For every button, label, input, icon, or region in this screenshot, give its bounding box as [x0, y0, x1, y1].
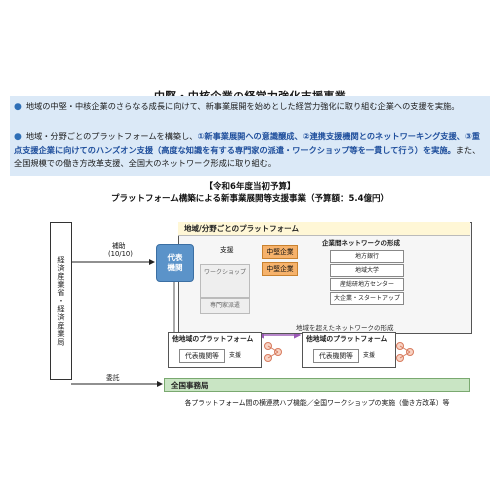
other-platform-header: 他地域のプラットフォーム — [172, 335, 254, 343]
bullet-2-text-b: また、全国規模での働き方改革支援、全国大のネットワーク形成に取り組む。 — [14, 145, 481, 168]
outsourcing-label: 委託 — [106, 374, 120, 382]
network-item: 地方銀行 — [330, 250, 404, 263]
other-support-label: 支援 — [363, 352, 376, 359]
network-graph-icon-small-right — [396, 342, 414, 362]
other-support-label: 支援 — [229, 352, 242, 359]
company-badge-1: 中堅企業 — [262, 245, 298, 259]
subsidy-label: 補助 — [112, 242, 126, 250]
bullet-1: ●地域の中堅・中核企業のさらなる成長に向けて、新事業展開を始めとした経営力強化に… — [14, 100, 486, 114]
national-secretariat-desc: 各プラットフォーム間の横連携ハブ機能／全国ワークショップの実施（働き方改革）等 — [184, 399, 450, 407]
representative-org: 代表 機関 — [156, 244, 194, 282]
network-item: 産総研地方センター — [330, 278, 404, 291]
budget-heading: 【令和6年度当初予算】 — [204, 182, 296, 192]
network-item: 大企業・スタートアップ — [330, 292, 404, 305]
summary-band — [10, 96, 490, 176]
bullet-2: ●地域・分野ごとのプラットフォームを構築し、①新事業展開への意識醸成、②連携支援… — [14, 130, 486, 170]
national-secretariat: 全国事務局 — [164, 378, 470, 392]
meti-box: 経済産業省・経済産業局 — [50, 222, 72, 380]
network-title: 企業間ネットワークの形成 — [322, 239, 400, 247]
subsidy-ratio: (10/10) — [108, 250, 133, 258]
cross-region-label: 地域を超えたネットワークの形成 — [296, 324, 394, 332]
expert-dispatch-box: 専門家派遣 — [200, 298, 250, 314]
bullet-2-emphasis: ①新事業展開への意識醸成、②連携支援機関とのネットワーキング支援、③重点支援企業… — [14, 131, 480, 155]
company-badge-2: 中堅企業 — [262, 262, 298, 276]
workshop-label: ワークショップ — [203, 269, 246, 276]
other-platform-left: 他地域のプラットフォーム 代表機関等 支援 — [168, 332, 262, 368]
support-label: 支援 — [220, 246, 234, 254]
budget-subheading: プラットフォーム構築による新事業展開等支援事業（予算額：5.4億円） — [110, 194, 390, 204]
other-rep-org: 代表機関等 — [313, 349, 359, 363]
other-rep-org: 代表機関等 — [179, 349, 225, 363]
other-platform-right: 他地域のプラットフォーム 代表機関等 支援 — [302, 332, 396, 368]
bullet-2-text-a: 地域・分野ごとのプラットフォームを構築し、 — [25, 131, 198, 141]
regional-platform-header: 地域/分野ごとのプラットフォーム — [178, 222, 470, 236]
network-graph-icon-small-left — [264, 342, 282, 362]
bullet-dot-icon: ● — [14, 102, 22, 112]
bullet-dot-icon: ● — [14, 132, 22, 142]
network-item: 地域大学 — [330, 264, 404, 277]
representative-org-line2: 機関 — [167, 263, 183, 272]
workshop-box: ワークショップ — [200, 264, 250, 298]
representative-org-line1: 代表 — [167, 253, 183, 262]
other-platform-header: 他地域のプラットフォーム — [306, 335, 388, 343]
bullet-1-text: 地域の中堅・中核企業のさらなる成長に向けて、新事業展開を始めとした経営力強化に取… — [25, 101, 460, 111]
